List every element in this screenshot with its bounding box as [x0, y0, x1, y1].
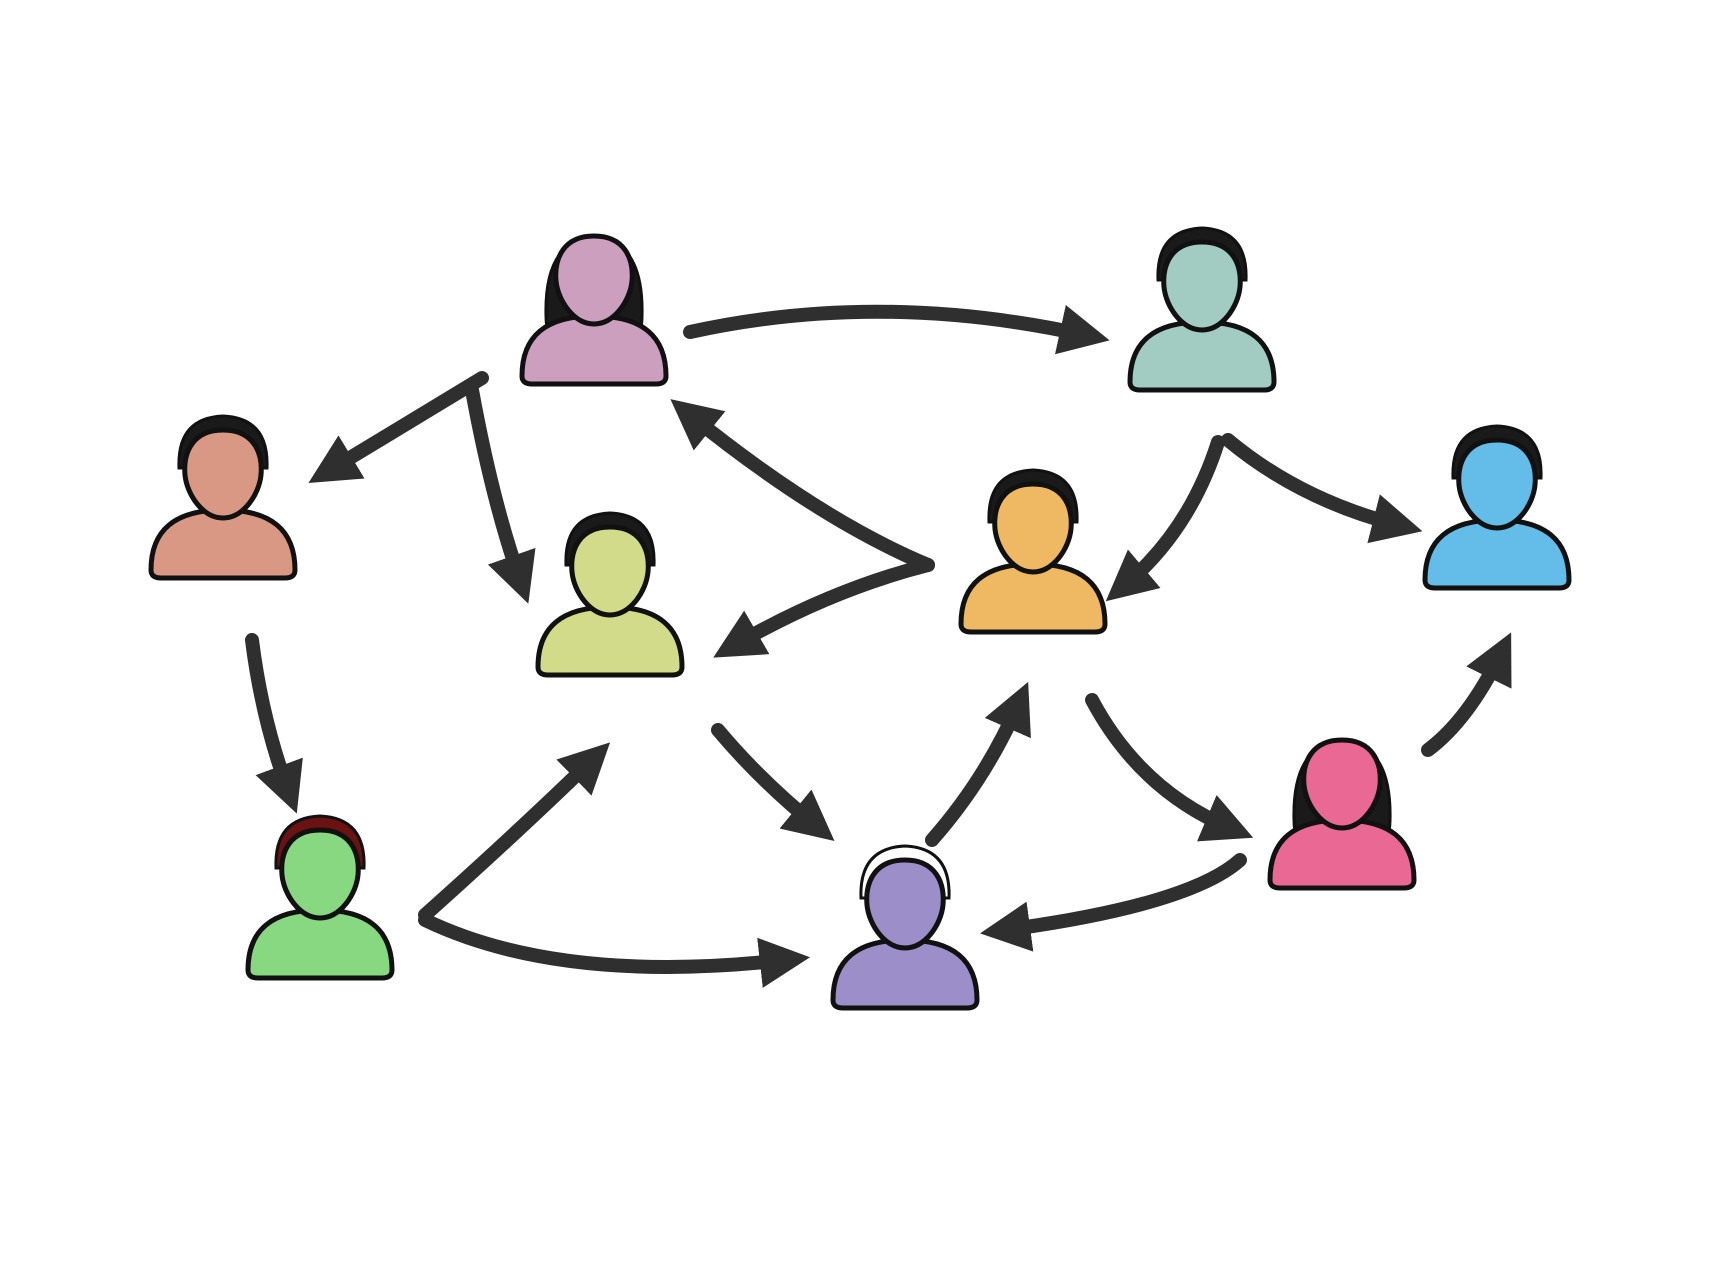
person-body-icon	[519, 313, 669, 387]
person-head-icon	[1301, 737, 1383, 831]
person-head-icon	[1161, 239, 1243, 333]
arrow-lime-center-to-purple-bottom	[711, 723, 835, 841]
person-body-icon	[958, 561, 1108, 635]
arrow-orange-center-right-to-pink-top	[670, 399, 935, 572]
person-node-lime-center	[535, 511, 685, 678]
person-node-purple-bottom	[830, 844, 980, 1011]
person-node-teal-top-right	[1127, 226, 1277, 393]
person-body-icon	[535, 604, 685, 678]
arrow-teal-top-right-to-orange-center-right	[1105, 435, 1225, 602]
person-head-icon	[992, 481, 1074, 575]
arrow-pink-top-to-salmon-left	[308, 371, 489, 484]
arrow-orange-center-right-to-lime-center	[713, 558, 935, 658]
person-body-icon	[245, 907, 395, 981]
person-head-icon	[864, 857, 946, 951]
arrow-pink-top-to-lime-center	[465, 383, 536, 604]
person-body-icon	[1267, 817, 1417, 891]
arrow-green-bottom-left-to-purple-bottom	[418, 913, 811, 988]
arrow-pink-top-to-teal-top-right	[683, 304, 1110, 355]
nodes-layer	[148, 226, 1572, 1011]
person-head-icon	[182, 427, 264, 521]
person-head-icon	[553, 233, 635, 327]
arrow-orange-center-right-to-magenta-bottom-right	[1085, 693, 1254, 842]
person-body-icon	[830, 937, 980, 1011]
arrow-teal-top-right-to-blue-right	[1221, 433, 1423, 544]
edges-layer	[245, 304, 1512, 988]
arrow-magenta-bottom-right-to-purple-bottom	[980, 853, 1247, 952]
person-node-orange-center-right	[958, 468, 1108, 635]
arrow-purple-bottom-to-orange-center-right	[925, 681, 1031, 847]
arrow-salmon-left-to-green-bottom-left	[245, 633, 303, 814]
person-head-icon	[1456, 437, 1538, 531]
person-head-icon	[279, 827, 361, 921]
arrow-green-bottom-left-to-lime-center	[418, 742, 611, 922]
person-node-salmon-left	[148, 414, 298, 581]
person-node-magenta-bottom-right	[1267, 737, 1417, 891]
person-node-pink-top	[519, 233, 669, 387]
person-body-icon	[1422, 517, 1572, 591]
arrow-magenta-bottom-right-to-blue-right	[1421, 632, 1512, 757]
person-body-icon	[1127, 319, 1277, 393]
person-node-blue-right	[1422, 424, 1572, 591]
person-node-green-bottom-left	[245, 814, 395, 981]
person-head-icon	[569, 524, 651, 618]
person-body-icon	[148, 507, 298, 581]
